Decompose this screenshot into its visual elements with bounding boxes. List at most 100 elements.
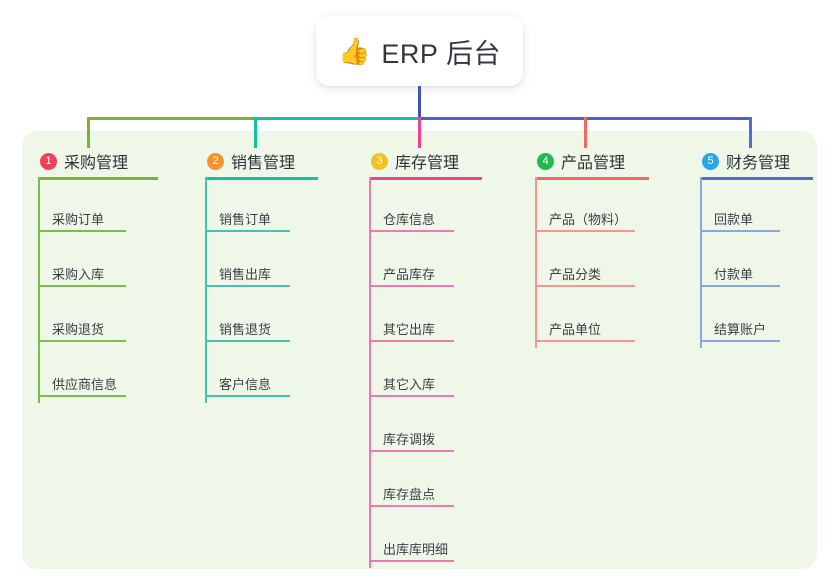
column-header-3[interactable]: 3 库存管理 [371,149,459,173]
column-badge-3: 3 [371,152,388,170]
leaf-item[interactable]: 其它出库 [369,319,454,343]
leaf-item-rule [700,285,780,287]
column-header-2[interactable]: 2 销售管理 [207,149,295,173]
leaf-item-label: 付款单 [714,267,754,282]
column-spine-4 [535,177,537,348]
leaf-item[interactable]: 回款单 [700,209,780,233]
leaf-item[interactable]: 客户信息 [205,374,290,398]
leaf-item-rule [38,340,126,342]
column-title-4: 产品管理 [561,155,626,172]
leaf-item-label: 采购订单 [52,212,105,227]
leaf-item[interactable]: 采购订单 [38,209,126,233]
leaf-item-label: 采购入库 [52,267,105,282]
leaf-item-rule [369,505,454,507]
column-rule-5 [700,177,813,180]
column-badge-2: 2 [207,152,224,170]
leaf-item-label: 客户信息 [219,377,272,392]
leaf-item-rule [700,230,780,232]
connector-drop-4 [584,117,587,148]
root-title-text: ERP 后台 [381,38,501,69]
root-title-card[interactable]: 👍 ERP 后台 [316,16,523,86]
leaf-item-label: 其它入库 [383,377,436,392]
leaf-item[interactable]: 销售出库 [205,264,290,288]
column-rule-4 [535,177,649,180]
column-title-1: 采购管理 [64,155,129,172]
connector-drop-2 [254,117,257,148]
leaf-item[interactable]: 其它入库 [369,374,454,398]
leaf-item-rule [369,340,454,342]
leaf-item-label: 其它出库 [383,322,436,337]
column-badge-1: 1 [40,152,57,170]
leaf-item[interactable]: 仓库信息 [369,209,454,233]
leaf-item[interactable]: 供应商信息 [38,374,126,398]
root-stem-line [418,86,421,120]
leaf-item[interactable]: 产品（物料） [535,209,635,233]
leaf-item-rule [205,395,290,397]
leaf-item[interactable]: 销售退货 [205,319,290,343]
column-title-2: 销售管理 [231,155,296,172]
column-badge-4: 4 [537,152,554,170]
leaf-item-rule [535,340,635,342]
leaf-item-label: 销售退货 [219,322,272,337]
connector-drop-5 [749,117,752,148]
column-header-4[interactable]: 4 产品管理 [537,149,625,173]
leaf-item[interactable]: 产品库存 [369,264,454,288]
leaf-item-rule [205,285,290,287]
background-panel [22,131,817,569]
column-header-1[interactable]: 1 采购管理 [40,149,128,173]
connector-bar-green [88,117,255,120]
leaf-item-rule [535,230,635,232]
leaf-item-label: 采购退货 [52,322,105,337]
column-spine-3 [369,177,371,568]
leaf-item[interactable]: 付款单 [700,264,780,288]
leaf-item-rule [205,340,290,342]
column-rule-3 [369,177,482,180]
column-rule-2 [205,177,318,180]
column-header-5[interactable]: 5 财务管理 [702,149,790,173]
leaf-item-label: 供应商信息 [52,377,118,392]
leaf-item-label: 仓库信息 [383,212,436,227]
leaf-item-label: 销售出库 [219,267,272,282]
connector-bar-teal [255,117,419,120]
leaf-item[interactable]: 产品单位 [535,319,635,343]
leaf-item[interactable]: 库存调拨 [369,429,454,453]
leaf-item-label: 出库库明细 [383,542,449,557]
leaf-item[interactable]: 产品分类 [535,264,635,288]
leaf-item-label: 产品分类 [549,267,602,282]
leaf-item-label: 产品库存 [383,267,436,282]
thumbs-up-icon: 👍 [338,36,371,66]
leaf-item-rule [38,285,126,287]
leaf-item-rule [369,450,454,452]
leaf-item-rule [205,230,290,232]
leaf-item-label: 回款单 [714,212,754,227]
column-spine-1 [38,177,40,403]
leaf-item-label: 库存调拨 [383,432,436,447]
leaf-item[interactable]: 出库库明细 [369,539,454,563]
leaf-item-rule [369,560,454,562]
leaf-item-rule [38,395,126,397]
leaf-item-label: 产品（物料） [549,212,628,227]
root-title-inner: 👍 ERP 后台 [338,32,501,71]
leaf-item-rule [369,285,454,287]
leaf-item-label: 结算账户 [714,322,767,337]
leaf-item[interactable]: 销售订单 [205,209,290,233]
leaf-item-label: 产品单位 [549,322,602,337]
column-rule-1 [38,177,158,180]
column-spine-2 [205,177,207,403]
leaf-item[interactable]: 结算账户 [700,319,780,343]
leaf-item[interactable]: 库存盘点 [369,484,454,508]
leaf-item-label: 库存盘点 [383,487,436,502]
leaf-item-rule [38,230,126,232]
column-badge-5: 5 [702,152,719,170]
leaf-item-rule [369,395,454,397]
leaf-item-rule [535,285,635,287]
column-title-3: 库存管理 [395,155,460,172]
column-title-5: 财务管理 [726,155,791,172]
leaf-item[interactable]: 采购入库 [38,264,126,288]
leaf-item[interactable]: 采购退货 [38,319,126,343]
leaf-item-label: 销售订单 [219,212,272,227]
connector-drop-1 [87,117,90,148]
leaf-item-rule [700,340,780,342]
leaf-item-rule [369,230,454,232]
